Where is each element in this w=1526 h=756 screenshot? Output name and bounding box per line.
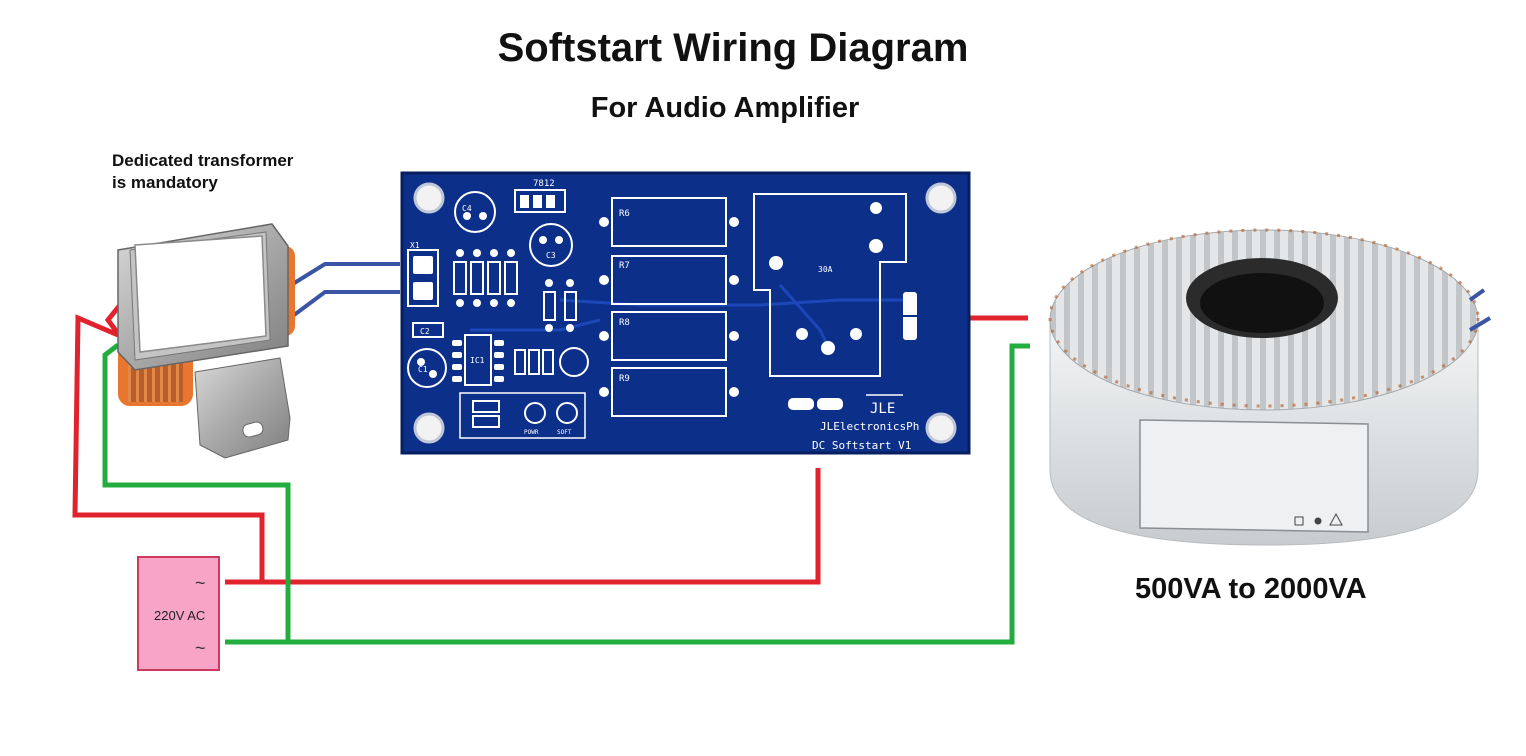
relay-rating: 30A bbox=[818, 265, 833, 274]
capacitor-c2: C2 bbox=[412, 322, 444, 338]
svg-text:C2: C2 bbox=[420, 327, 430, 336]
input-jumpers bbox=[788, 398, 843, 410]
capacitor-c4: C4 bbox=[454, 191, 496, 233]
mounting-holes bbox=[413, 182, 957, 444]
resistor-r8-label: R8 bbox=[619, 318, 630, 328]
pcb-maker: JLElectronicsPh bbox=[820, 420, 919, 433]
regulator-label: 7812 bbox=[533, 179, 555, 189]
svg-text:X1: X1 bbox=[410, 241, 420, 250]
svg-text:C1: C1 bbox=[418, 365, 428, 374]
svg-text:C3: C3 bbox=[546, 251, 556, 260]
toroid-rating-label: 500VA to 2000VA bbox=[1135, 573, 1367, 605]
ic1: IC1 bbox=[452, 334, 504, 386]
resistor-r6-label: R6 bbox=[619, 209, 630, 219]
ac-source: ~ 220V AC ~ bbox=[137, 556, 220, 671]
pcb-model: DC Softstart V1 bbox=[812, 439, 911, 452]
softstart-pcb: 7812 C4 C3 C1 C2 X1 bbox=[400, 171, 971, 455]
safety-marks bbox=[1294, 512, 1343, 526]
regulator-7812: 7812 bbox=[514, 179, 566, 213]
toroidal-transformer bbox=[1048, 228, 1492, 546]
svg-text:C4: C4 bbox=[462, 204, 472, 213]
ac-terminal-top: ~ bbox=[195, 573, 206, 593]
led-soft: SOFT bbox=[556, 402, 578, 436]
power-transformer bbox=[117, 223, 295, 459]
led-power-label: POWR bbox=[524, 429, 539, 436]
ac-source-label: 220V AC bbox=[154, 608, 205, 623]
capacitor-c3: C3 bbox=[529, 223, 573, 267]
transformer-note: Dedicated transformer is mandatory bbox=[112, 150, 293, 194]
relay: 30A bbox=[753, 193, 907, 377]
blue-wires-secondary bbox=[281, 262, 400, 320]
led-soft-label: SOFT bbox=[557, 429, 572, 436]
power-resistors: R6 R7 R8 R9 bbox=[599, 197, 739, 417]
svg-text:IC1: IC1 bbox=[470, 356, 485, 365]
diagram-subtitle: For Audio Amplifier bbox=[590, 92, 860, 124]
terminal-x1: X1 bbox=[407, 241, 439, 307]
green-wire-neutral bbox=[102, 343, 1030, 645]
diodes-bridge bbox=[453, 261, 518, 295]
capacitor-c1: C1 bbox=[407, 348, 447, 388]
resistor-r7-label: R7 bbox=[619, 261, 630, 271]
ac-terminal-bottom: ~ bbox=[195, 638, 206, 658]
transformer-note-line1: Dedicated transformer bbox=[112, 151, 294, 170]
diagram-title: Softstart Wiring Diagram bbox=[497, 26, 969, 70]
resistor-r9-label: R9 bbox=[619, 374, 630, 384]
transformer-note-line2: is mandatory bbox=[112, 173, 218, 192]
pcb-brand: JLE bbox=[870, 401, 895, 417]
led-power: POWR bbox=[524, 402, 546, 436]
